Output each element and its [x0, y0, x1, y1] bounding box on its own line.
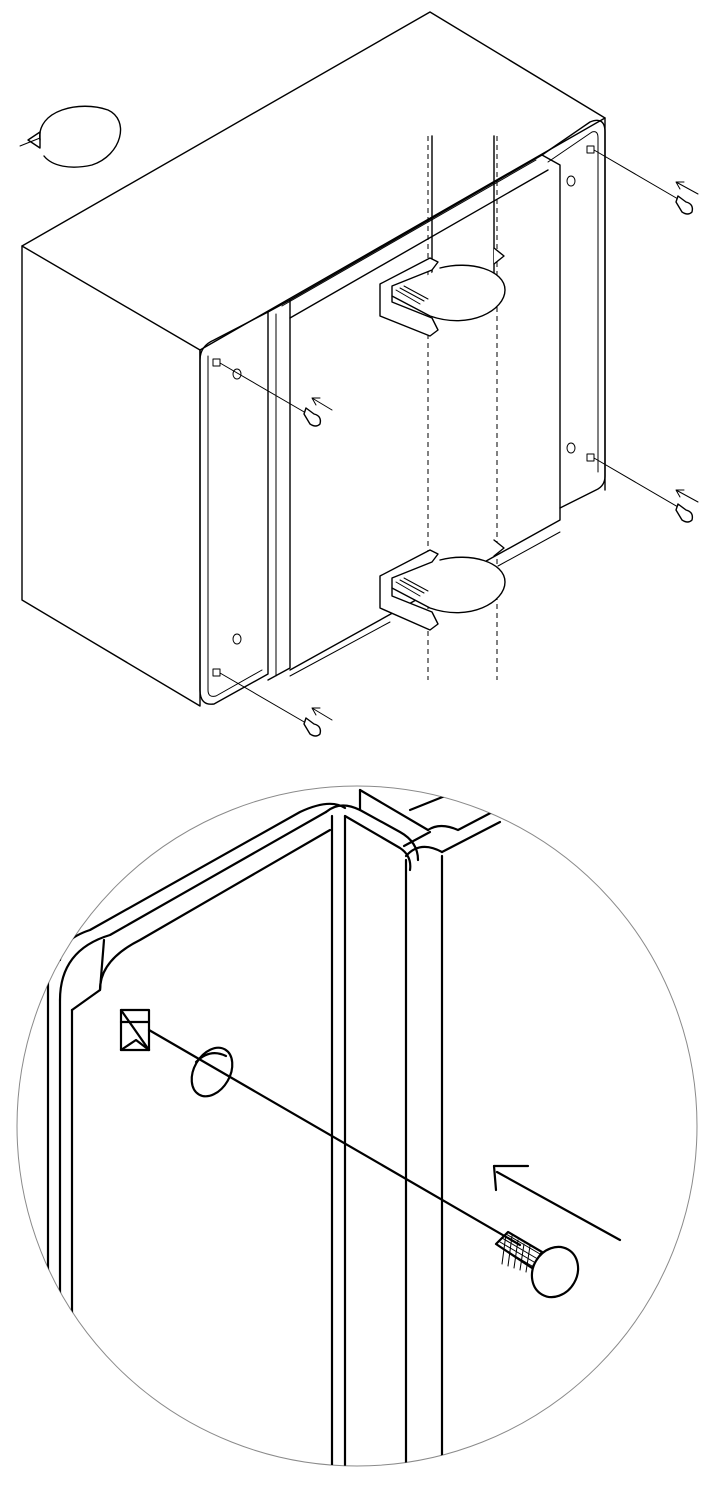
mounting-screw-1 [219, 362, 333, 427]
mounting-screw-2 [219, 672, 333, 737]
round-hole [190, 1046, 234, 1098]
detail-magnifier-circle [16, 785, 698, 1467]
mounting-screw-3 [593, 149, 699, 215]
detail-drawing [16, 785, 698, 1467]
u-bolt-clamp-lower [379, 539, 506, 631]
insertion-arrow-icon [492, 1164, 622, 1242]
enclosure-box [21, 11, 606, 707]
rotation-arrow-icon [19, 105, 122, 168]
mounting-plate [199, 119, 606, 705]
mounting-screw-4 [593, 457, 699, 523]
overview-drawing [19, 11, 699, 737]
u-bolt-clamp-upper [379, 247, 506, 337]
detail-screw [494, 1230, 580, 1299]
square-hole [119, 1008, 151, 1052]
